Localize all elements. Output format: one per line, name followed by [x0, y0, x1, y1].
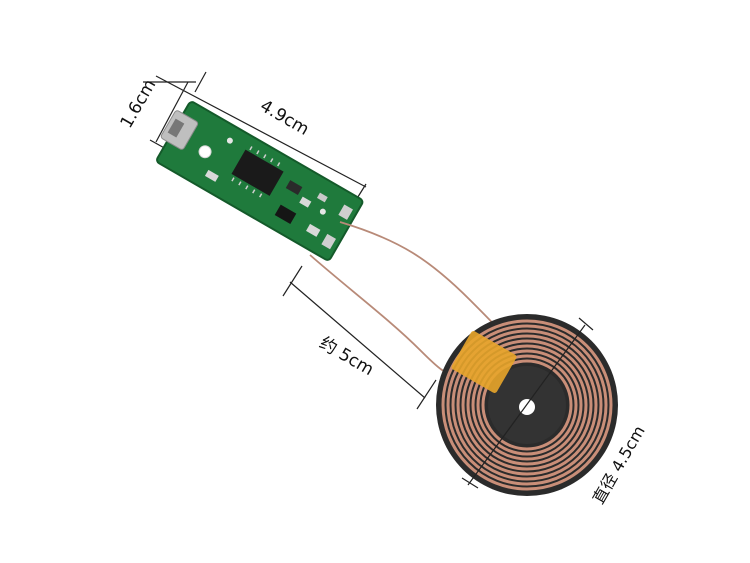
- diameter-dimension: [461, 317, 594, 489]
- coil-center-hole: [519, 399, 535, 415]
- ic-chip: [231, 149, 284, 196]
- kapton-tape: [451, 331, 517, 393]
- wire-length-dimension: [282, 265, 437, 410]
- mounting-hole: [198, 145, 212, 159]
- pcb-board: [156, 101, 364, 261]
